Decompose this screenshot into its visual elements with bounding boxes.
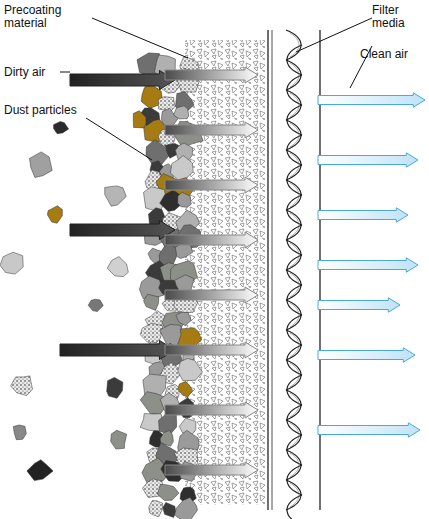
- dust-particle: [133, 111, 146, 128]
- airflow-arrow: [165, 462, 258, 478]
- part-label: Clean air: [360, 48, 422, 61]
- airflow-arrow: [165, 402, 258, 418]
- airflow-arrow: [165, 232, 258, 248]
- dust-particles: [0, 111, 146, 481]
- part-label: Dust particles: [4, 104, 84, 117]
- dust-particle: [13, 425, 26, 440]
- airflow-arrow: [165, 122, 258, 138]
- dust-particle: [30, 152, 53, 178]
- airflow-arrow: [318, 258, 418, 272]
- part-label: Dirty air: [4, 66, 64, 79]
- airflow-arrow: [318, 153, 418, 167]
- airflow-arrow: [60, 340, 175, 359]
- part-label: Filter media: [372, 4, 427, 30]
- airflow-arrow: [70, 70, 175, 89]
- precoat-layer: [185, 40, 265, 505]
- filter-fibre: [286, 30, 302, 519]
- dust-particle: [107, 377, 123, 398]
- leader-lines: [60, 18, 372, 160]
- dust-particle: [88, 299, 103, 311]
- airflow-arrow: [165, 67, 258, 83]
- airflow-arrow: [70, 220, 175, 239]
- dust-particle: [54, 122, 69, 134]
- airflow-arrow: [318, 298, 400, 312]
- dust-particle: [11, 376, 33, 396]
- dust-particle: [0, 252, 23, 274]
- dust-particle: [107, 257, 128, 277]
- airflow-arrow: [165, 177, 258, 193]
- airflow-arrows: [60, 67, 425, 478]
- airflow-arrow: [318, 93, 425, 107]
- filter-media: [268, 30, 320, 510]
- airflow-arrow: [165, 342, 258, 358]
- dust-particle: [47, 206, 62, 223]
- airflow-arrow: [318, 208, 408, 222]
- part-label: Precoating material: [4, 4, 92, 30]
- dust-particle: [27, 460, 53, 481]
- dust-particle: [105, 186, 127, 206]
- airflow-arrow: [318, 423, 420, 437]
- airflow-arrow: [165, 287, 258, 303]
- dust-cake: [137, 53, 203, 519]
- dust-particle: [111, 430, 127, 449]
- airflow-arrow: [318, 348, 415, 362]
